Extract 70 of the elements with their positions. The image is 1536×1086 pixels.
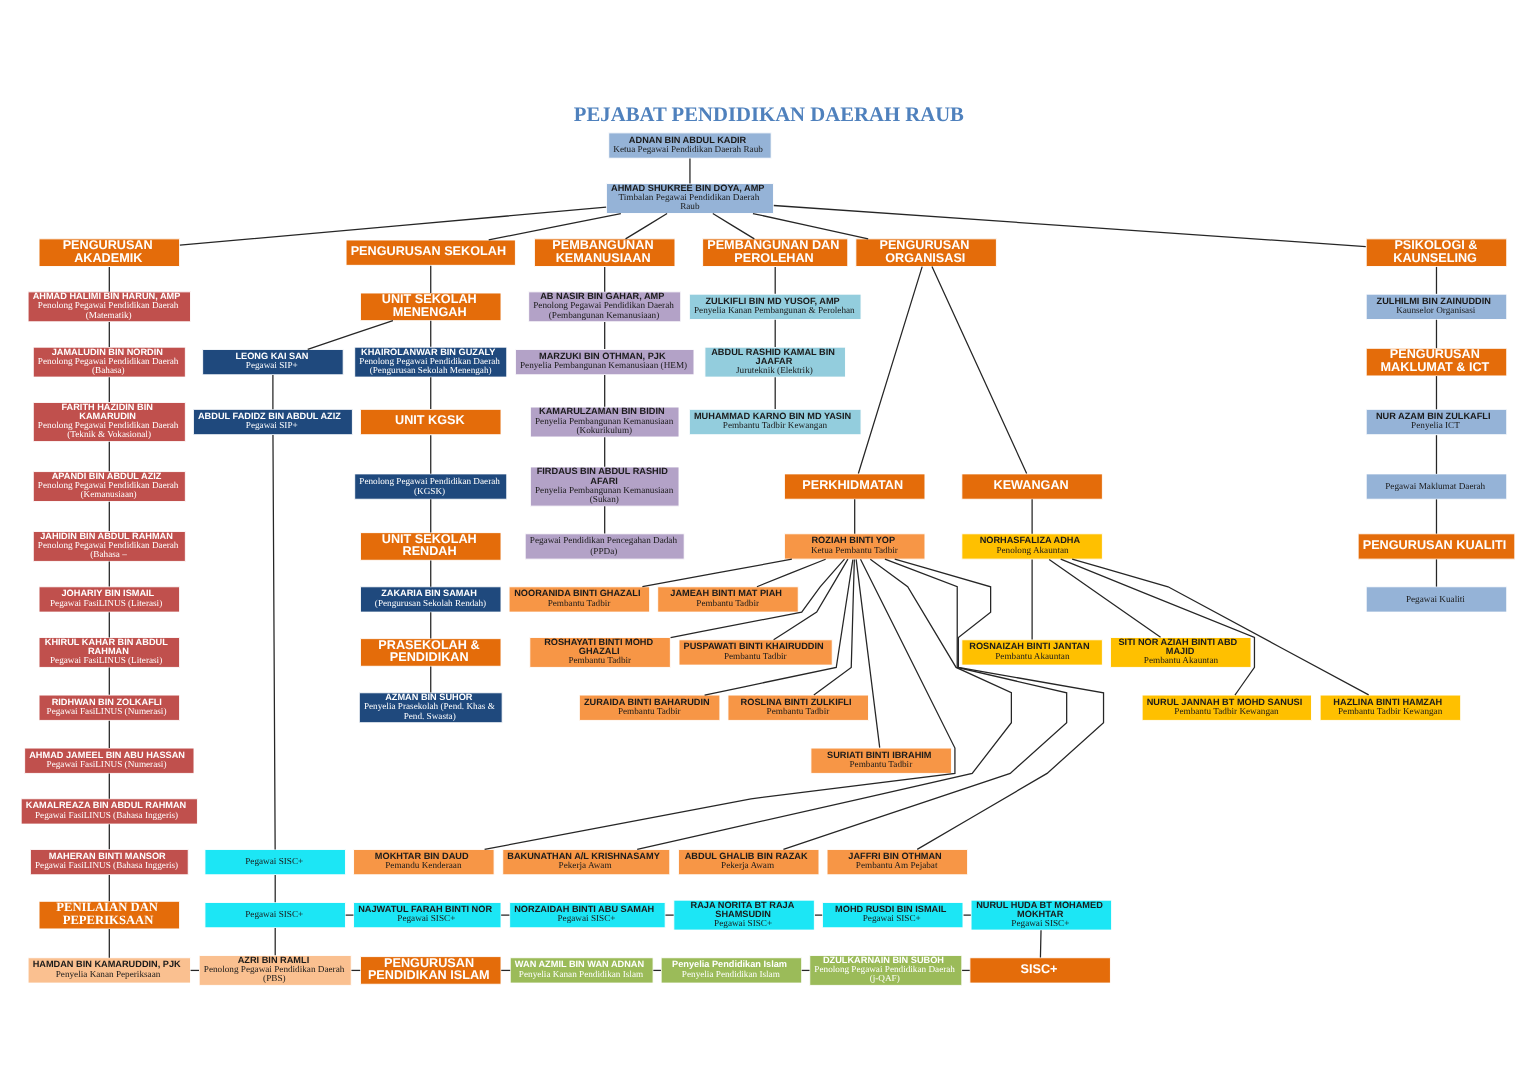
connector <box>1048 558 1162 638</box>
connector <box>430 665 432 694</box>
connector <box>703 558 854 696</box>
connector <box>855 558 881 749</box>
connector <box>488 212 622 241</box>
connector <box>108 823 110 850</box>
connector <box>272 434 276 851</box>
connector <box>430 498 432 534</box>
connector <box>773 204 1367 248</box>
connector <box>272 374 274 410</box>
connector <box>108 928 110 959</box>
connector <box>108 772 110 800</box>
connector <box>274 874 276 903</box>
connector <box>774 266 776 295</box>
connector <box>931 265 1028 475</box>
connector <box>604 436 606 468</box>
connector <box>108 560 110 588</box>
connector <box>854 498 856 535</box>
connector <box>108 441 110 472</box>
connector <box>274 927 276 956</box>
connector <box>712 212 755 240</box>
connector <box>1435 434 1438 475</box>
connector <box>108 266 110 293</box>
connector <box>636 558 1012 851</box>
connector <box>345 914 355 916</box>
connector <box>108 501 110 532</box>
connector <box>752 212 869 240</box>
connector <box>604 374 606 408</box>
connector <box>108 666 110 696</box>
connector <box>430 559 432 588</box>
connector <box>430 434 432 475</box>
connector <box>1435 558 1438 588</box>
connector <box>774 319 776 348</box>
connector <box>604 505 606 535</box>
diagram-title: PEJABAT PENDIDIKAN DAERAH RAUB <box>573 104 964 127</box>
connector <box>108 720 110 749</box>
connector <box>500 914 511 916</box>
connector <box>179 206 607 246</box>
connector <box>430 265 432 294</box>
connector <box>689 157 691 185</box>
connector <box>624 212 668 240</box>
connector <box>1435 319 1438 349</box>
connector <box>1435 375 1438 410</box>
connector <box>1071 558 1370 696</box>
connector <box>962 914 972 916</box>
connector <box>669 558 846 639</box>
connector <box>1031 558 1033 641</box>
connector <box>814 914 823 916</box>
connector <box>664 914 675 916</box>
connector <box>307 320 394 350</box>
connector <box>430 376 432 410</box>
connector <box>430 611 432 640</box>
connector <box>108 376 110 403</box>
connector <box>782 558 1068 850</box>
connector <box>1039 929 1042 959</box>
connector <box>108 611 110 639</box>
connector <box>772 558 849 641</box>
connector <box>604 266 606 293</box>
connector <box>756 558 827 588</box>
connector <box>857 265 923 475</box>
connector <box>108 321 110 348</box>
connector <box>1031 498 1033 535</box>
connector <box>604 321 606 350</box>
connector <box>813 558 855 696</box>
connector <box>430 320 432 348</box>
connector <box>641 558 793 588</box>
connector <box>1435 266 1438 295</box>
connector <box>108 874 110 902</box>
connector <box>1435 498 1438 535</box>
connector <box>774 376 776 410</box>
